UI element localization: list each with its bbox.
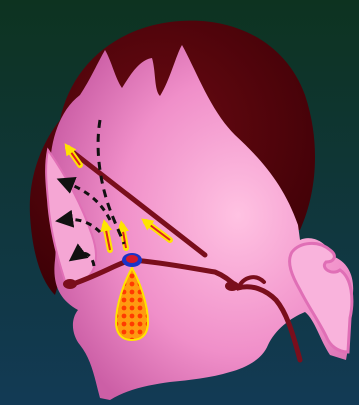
central-node-core bbox=[126, 255, 138, 263]
right-vessel-end bbox=[225, 281, 239, 291]
left-vessel-end bbox=[63, 279, 77, 289]
